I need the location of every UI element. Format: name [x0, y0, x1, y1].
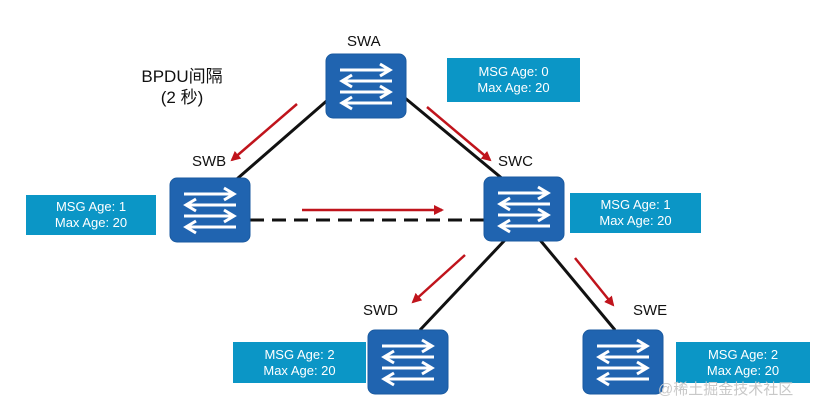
switch-arrows-icon	[339, 62, 393, 111]
switch-arrow-2	[381, 349, 434, 365]
switch-arrow-3	[184, 208, 237, 224]
switch-arrow-4	[596, 371, 649, 387]
switch-arrow-2	[339, 73, 392, 89]
switch-body	[367, 329, 449, 395]
max-age: Max Age: 20	[706, 362, 780, 378]
link-swa-swc	[404, 96, 511, 187]
arrow-swa-to-swc	[426, 106, 492, 162]
switch-label-swc: SWC	[498, 153, 533, 170]
switch-label-swa: SWA	[347, 33, 381, 50]
switch-label-swd: SWD	[363, 302, 398, 319]
link-swa-swb	[229, 96, 331, 187]
switch-arrow-2	[596, 349, 649, 365]
links	[229, 96, 617, 332]
switch-body	[483, 176, 565, 242]
bpdu-arrows	[230, 103, 615, 307]
info-box-swa: MSG Age: 0 Max Age: 20	[447, 58, 580, 102]
switch-arrow-1	[382, 338, 435, 354]
switch-label-swe: SWE	[633, 302, 668, 319]
switches	[169, 53, 664, 395]
info-box-swe: MSG Age: 2 Max Age: 20	[676, 342, 810, 383]
max-age: Max Age: 20	[54, 215, 128, 230]
switch-arrows-icon	[596, 338, 650, 387]
switch-swd	[367, 329, 449, 395]
switch-arrow-3	[382, 360, 435, 376]
info-box-swd: MSG Age: 2 Max Age: 20	[233, 342, 366, 383]
switch-arrow-1	[340, 62, 393, 78]
max-age: Max Age: 20	[599, 213, 672, 228]
info-box-swb: MSG Age: 1 Max Age: 20	[26, 195, 156, 235]
switch-arrow-1	[597, 338, 650, 354]
link-swc-swe	[538, 239, 617, 331]
caption-line-2: (2 秒)	[160, 88, 204, 107]
switch-arrows-icon	[497, 185, 551, 234]
max-age: Max Age: 20	[263, 362, 336, 378]
switch-arrow-4	[497, 218, 550, 234]
max-age: Max Age: 20	[477, 80, 550, 95]
switch-arrow-2	[497, 196, 550, 212]
switch-body	[582, 329, 664, 395]
switch-swb	[169, 177, 251, 243]
info-box-swc: MSG Age: 1 Max Age: 20	[570, 193, 701, 233]
switch-arrow-1	[498, 185, 551, 201]
switch-arrow-4	[381, 371, 434, 387]
switch-arrow-3	[597, 360, 650, 376]
switch-arrow-4	[183, 219, 236, 235]
switch-label-swb: SWB	[192, 153, 227, 170]
switch-arrow-2	[183, 197, 236, 213]
msg-age: MSG Age: 1	[600, 197, 671, 212]
bpdu-interval-caption: BPDU间隔 (2 秒)	[122, 66, 242, 108]
link-swc-swd	[418, 238, 507, 332]
caption-line-1: BPDU间隔	[141, 67, 223, 86]
switch-arrows-icon	[381, 338, 435, 387]
switch-body	[325, 53, 407, 119]
switch-arrows-icon	[183, 186, 237, 235]
switch-swa	[325, 53, 407, 119]
switch-arrow-3	[498, 207, 551, 223]
switch-swc	[483, 176, 565, 242]
msg-age: MSG Age: 2	[707, 346, 779, 362]
arrow-swc-to-swd	[411, 254, 466, 304]
switch-arrow-1	[184, 186, 237, 202]
msg-age: MSG Age: 2	[264, 346, 335, 362]
msg-age: MSG Age: 1	[55, 199, 127, 214]
switch-swe	[582, 329, 664, 395]
switch-body	[169, 177, 251, 243]
arrow-swa-to-swb	[230, 103, 298, 162]
arrow-swc-to-swe	[574, 257, 615, 307]
msg-age: MSG Age: 0	[478, 64, 549, 79]
switch-arrow-3	[340, 84, 393, 100]
watermark: @稀土掘金技术社区	[658, 381, 794, 398]
switch-arrow-4	[339, 95, 392, 111]
